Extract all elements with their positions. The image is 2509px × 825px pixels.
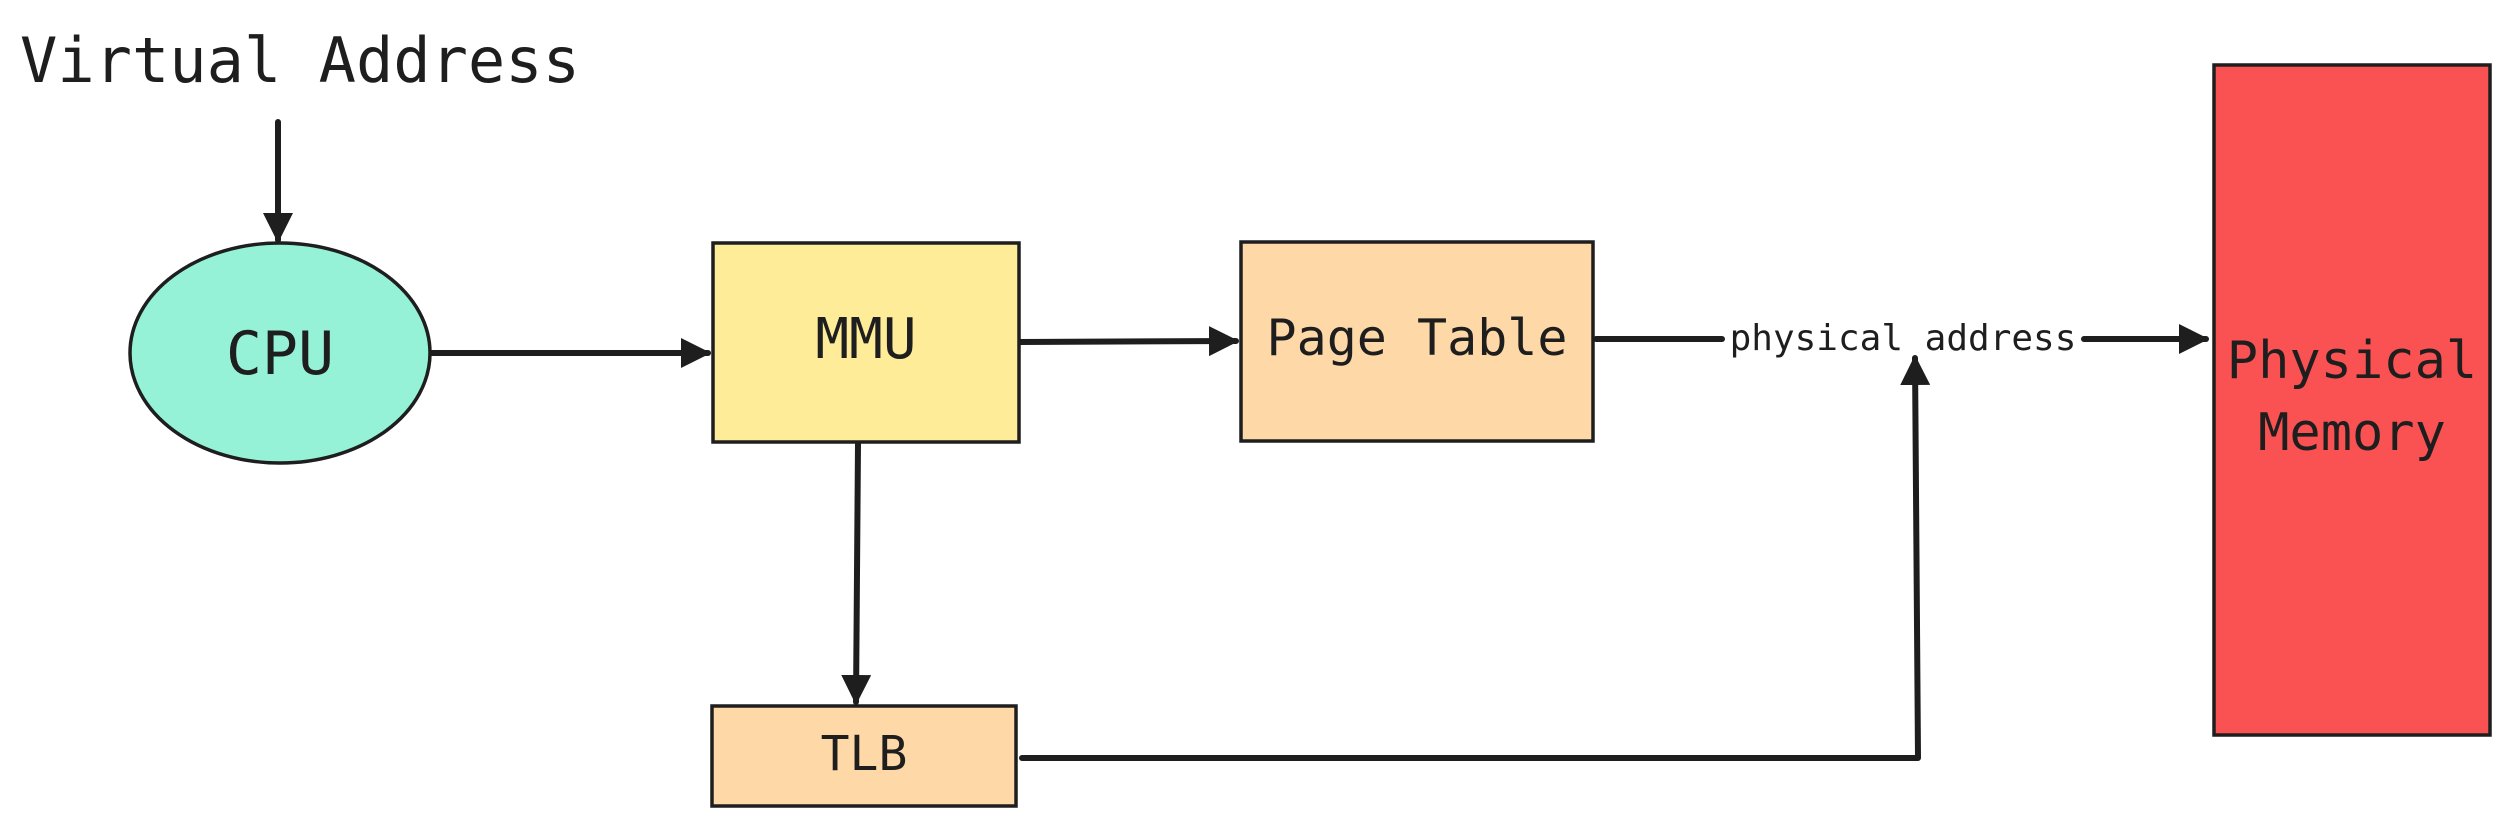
tlb-label: TLB <box>821 726 908 782</box>
page-table-node: Page Table <box>1239 240 1595 443</box>
edge-mmu-to-tlb <box>841 441 872 705</box>
diagram-title: Virtual Address <box>20 24 580 97</box>
tlb-shape <box>710 704 1018 808</box>
cpu-shape <box>128 241 432 465</box>
page-table-label: Page Table <box>1266 309 1567 367</box>
cpu-node: CPU <box>128 241 432 465</box>
physical-memory-label-line1: Physical <box>2227 331 2477 391</box>
mmu-shape <box>711 241 1021 444</box>
edge-tlb-to-physical-address <box>1019 355 1931 761</box>
physical-address-label: physical address <box>1730 318 2077 359</box>
physical-memory-node: Physical Memory <box>2212 63 2492 737</box>
mmu-label: MMU <box>815 307 916 372</box>
physical-memory-label-line2: Memory <box>2258 403 2446 463</box>
mmu-node: MMU <box>711 241 1021 444</box>
edge-mmu-to-page-table <box>1017 326 1239 357</box>
page-table-shape <box>1239 240 1595 443</box>
cpu-label: CPU <box>226 319 334 389</box>
tlb-node: TLB <box>710 704 1018 808</box>
physical-memory-shape <box>2212 63 2492 737</box>
